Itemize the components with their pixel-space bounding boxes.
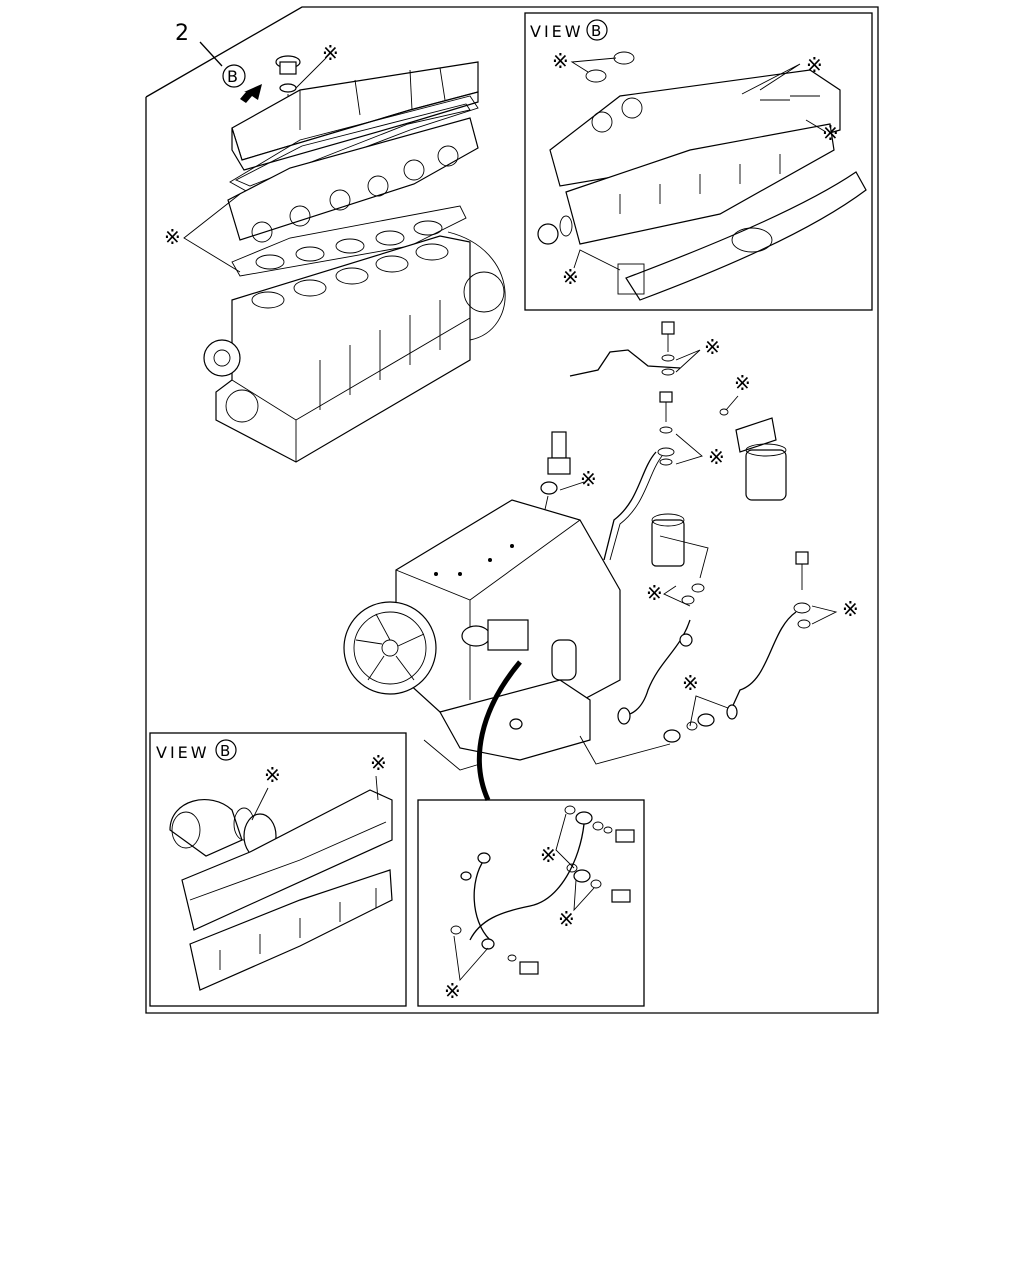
- view-b-title-top: VIEW: [530, 22, 584, 41]
- callout-cover-gasket-bottom: ※: [370, 751, 387, 775]
- view-b-title-bottom: VIEW: [156, 743, 210, 762]
- callout-cap-washer: ※: [322, 41, 339, 65]
- callout-cover-gasket: ※: [822, 121, 839, 145]
- callout-gaskets: ※: [164, 225, 181, 249]
- view-b-marker-bottom: B: [220, 742, 230, 760]
- fuel-system-assembly: ※ ※ ※ ※ ※: [539, 321, 859, 743]
- callout-lower-washers: ※: [646, 581, 663, 605]
- svg-text:B: B: [227, 67, 238, 86]
- view-b-marker-top: B: [591, 22, 601, 40]
- callout-orings: ※: [552, 49, 569, 73]
- callout-harness-ground: ※: [444, 979, 461, 1003]
- part-number-label: 2: [175, 21, 189, 46]
- callout-banjo-washers: ※: [708, 445, 725, 469]
- callout-elbow-gasket: ※: [264, 763, 281, 787]
- callout-pipe-washers: ※: [682, 671, 699, 695]
- callout-harness-upper: ※: [540, 843, 557, 867]
- view-direction-arrow-icon: B: [222, 64, 262, 103]
- callout-right-washers: ※: [842, 597, 859, 621]
- callout-bracket-washers: ※: [704, 335, 721, 359]
- view-b-panel-bottom: VIEW B ※ ※: [149, 732, 407, 1007]
- callout-plugs: ※: [806, 53, 823, 77]
- outer-frame: [145, 6, 879, 1014]
- callout-injector-seal: ※: [580, 467, 597, 491]
- harness-panel: ※ ※ ※: [417, 799, 645, 1007]
- callout-harness-lower: ※: [558, 907, 575, 931]
- engine-head-assembly: B: [164, 41, 506, 463]
- view-b-panel-top: VIEW B ※ ※: [524, 12, 873, 311]
- engine-lower-assembly: [343, 499, 671, 802]
- callout-filter-oring: ※: [734, 371, 751, 395]
- callout-flange-gasket: ※: [562, 265, 579, 289]
